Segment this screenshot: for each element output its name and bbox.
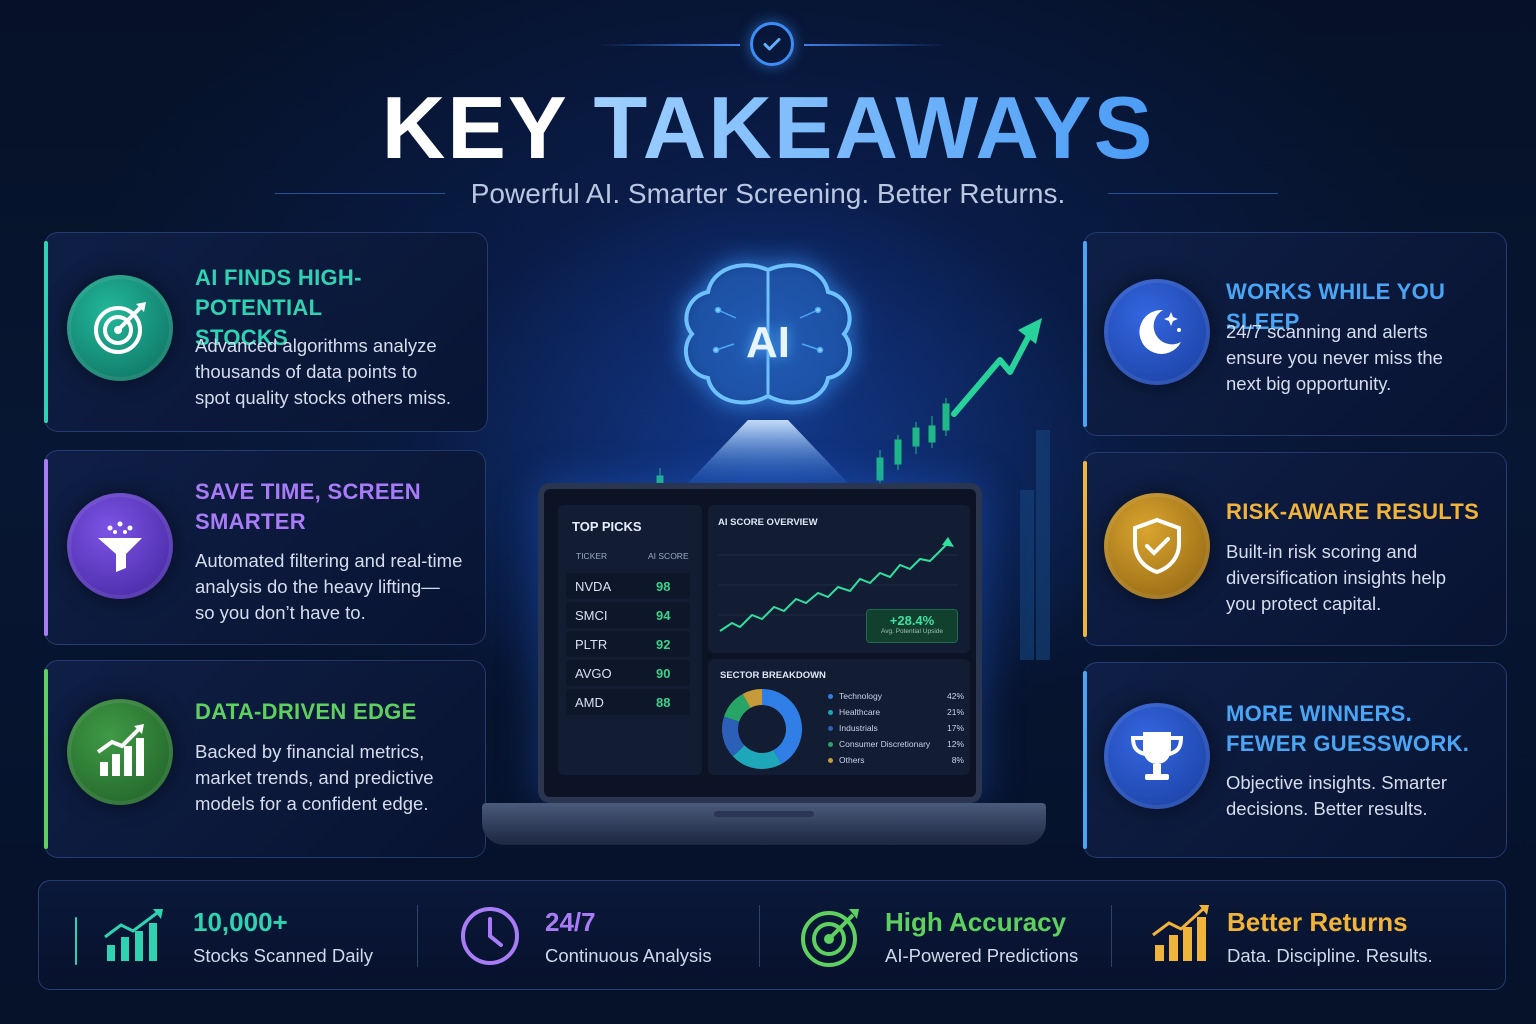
title-word-takeaways: TAKEAWAYS [593,78,1155,177]
ai-brain-label: AI [746,318,790,367]
donut-slice [742,689,763,709]
stat-value: 10,000+ [193,907,288,937]
legend-dot [828,694,833,700]
card-title: DATA-DRIVEN EDGE [195,699,417,724]
ai-score-overview-panel: AI SCORE OVERVIEW +28.4% Avg. Potential … [708,505,970,653]
moon-icon [1104,279,1210,385]
stat-label: Continuous Analysis [545,945,712,966]
stat-value: 24/7 [545,907,596,937]
overview-title: AI SCORE OVERVIEW [718,517,818,528]
sector-title: SECTOR BREAKDOWN [720,670,826,681]
subtitle-divider-right [1108,193,1278,194]
col-ticker: TICKER [576,551,608,561]
trophy-icon [1104,703,1210,809]
target-icon [801,909,859,967]
card-title: RISK-AWARE RESULTS [1226,499,1480,524]
growth-chart-icon [104,909,163,961]
card-title: MORE WINNERS.FEWER GUESSWORK. [1226,701,1470,756]
stat-value: High Accuracy [885,907,1067,937]
card-accent [44,669,48,849]
stat-label: Data. Discipline. Results. [1227,945,1433,966]
bar-decoration [1020,430,1050,660]
growth-chart-icon [67,699,173,805]
donut-slice [761,689,802,765]
stat-value: Better Returns [1227,907,1408,937]
card-data-driven-edge: DATA-DRIVEN EDGE Backed by financial met… [44,660,486,858]
subtitle-divider-left [275,193,445,194]
top-picks-title: TOP PICKS [572,519,642,534]
stat-label: AI-Powered Predictions [885,945,1079,966]
funnel-icon [67,493,173,599]
card-title: WORKS WHILE YOU SLEEP [1226,279,1446,334]
shield-check-icon [1104,493,1210,599]
light-beam [686,420,850,485]
col-ai-score: AI SCORE [648,551,689,561]
sector-donut-chart [722,689,802,769]
card-works-while-you-sleep: WORKS WHILE YOU SLEEP 24/7 scanning and … [1083,232,1507,436]
legend-dot [828,742,833,748]
page-title: KEY TAKEAWAYS [0,78,1536,178]
card-accent [1083,671,1087,849]
page-subtitle: Powerful AI. Smarter Screening. Better R… [470,178,1066,209]
laptop-base [482,803,1046,845]
header-divider-right [804,44,946,46]
growth-chart-icon [1152,905,1209,961]
legend-dot [828,710,833,716]
header-divider-left [598,44,740,46]
ai-brain-icon [683,263,853,405]
card-accent [44,459,48,636]
stats-bar: 10,000+ Stocks Scanned Daily 24/7 Contin… [38,880,1506,990]
donut-slice [723,693,751,723]
card-accent [1083,461,1087,637]
hero-illustration [638,240,1050,660]
donut-slice [722,716,745,757]
legend-dot [828,758,833,764]
card-accent [44,241,48,423]
title-word-key: KEY [381,78,568,177]
card-body: Backed by financial metrics,market trend… [195,741,434,814]
clock-icon [461,907,519,965]
card-risk-aware-results: RISK-AWARE RESULTS Built-in risk scoring… [1083,452,1507,646]
upside-label: Avg. Potential Upside [880,628,944,635]
upside-value: +28.4% [889,613,935,628]
stat-label: Stocks Scanned Daily [193,945,373,966]
legend-dot [828,726,833,732]
upside-badge: +28.4% Avg. Potential Upside [866,609,958,643]
stats-divider [1111,905,1112,967]
stats-accent [75,917,77,965]
card-accent [1083,241,1087,427]
trend-arrow-icon [951,318,1042,417]
donut-slice [732,745,782,769]
stats-divider [417,905,418,967]
target-icon [67,275,173,381]
check-icon [750,22,794,66]
card-more-winners: MORE WINNERS.FEWER GUESSWORK. Objective … [1083,662,1507,858]
laptop-notch [714,811,814,817]
stats-divider [759,905,760,967]
